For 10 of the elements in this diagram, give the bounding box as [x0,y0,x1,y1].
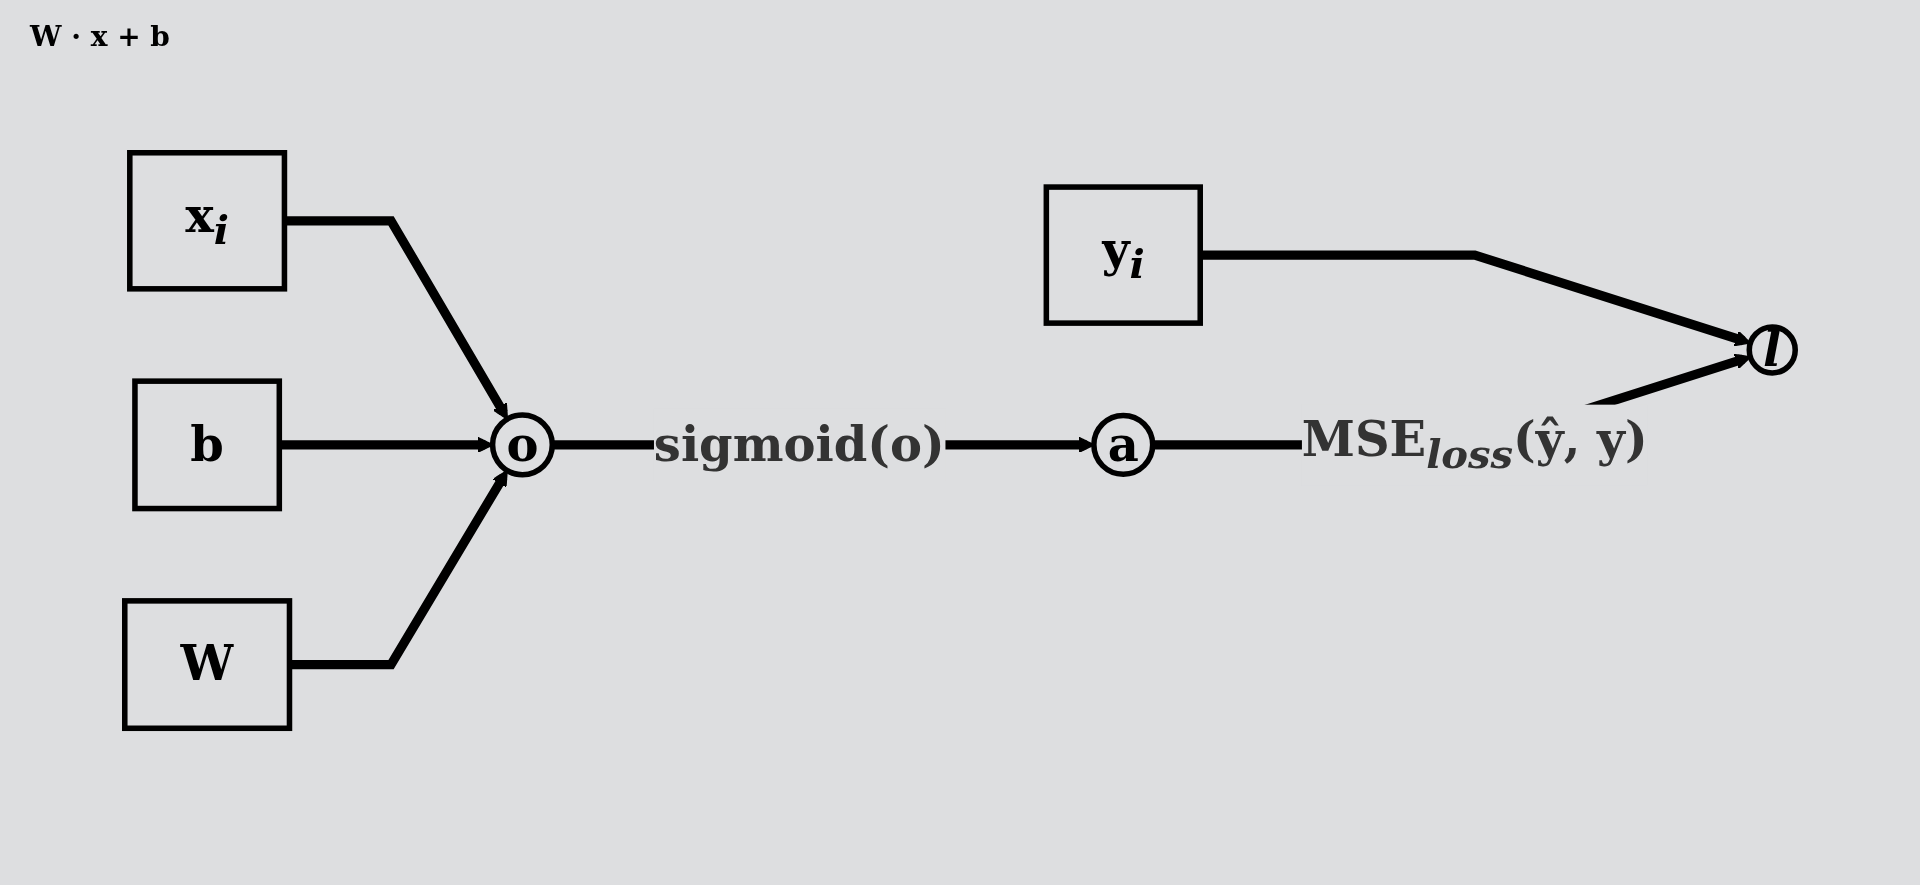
formula-label: W · x + b [30,20,170,53]
node-box: W [122,598,293,731]
node-circle: o [489,412,556,478]
edge-label: sigmoid(o) [653,416,945,472]
edge-label: MSE$_{loss}$(ŷ, y) [1301,411,1648,477]
node-box: x$_{i}$ [127,149,288,292]
node-box: b [132,378,283,512]
node-circle: l [1746,324,1798,376]
node-box: y$_{i}$ [1043,184,1203,326]
node-circle: a [1091,412,1156,477]
